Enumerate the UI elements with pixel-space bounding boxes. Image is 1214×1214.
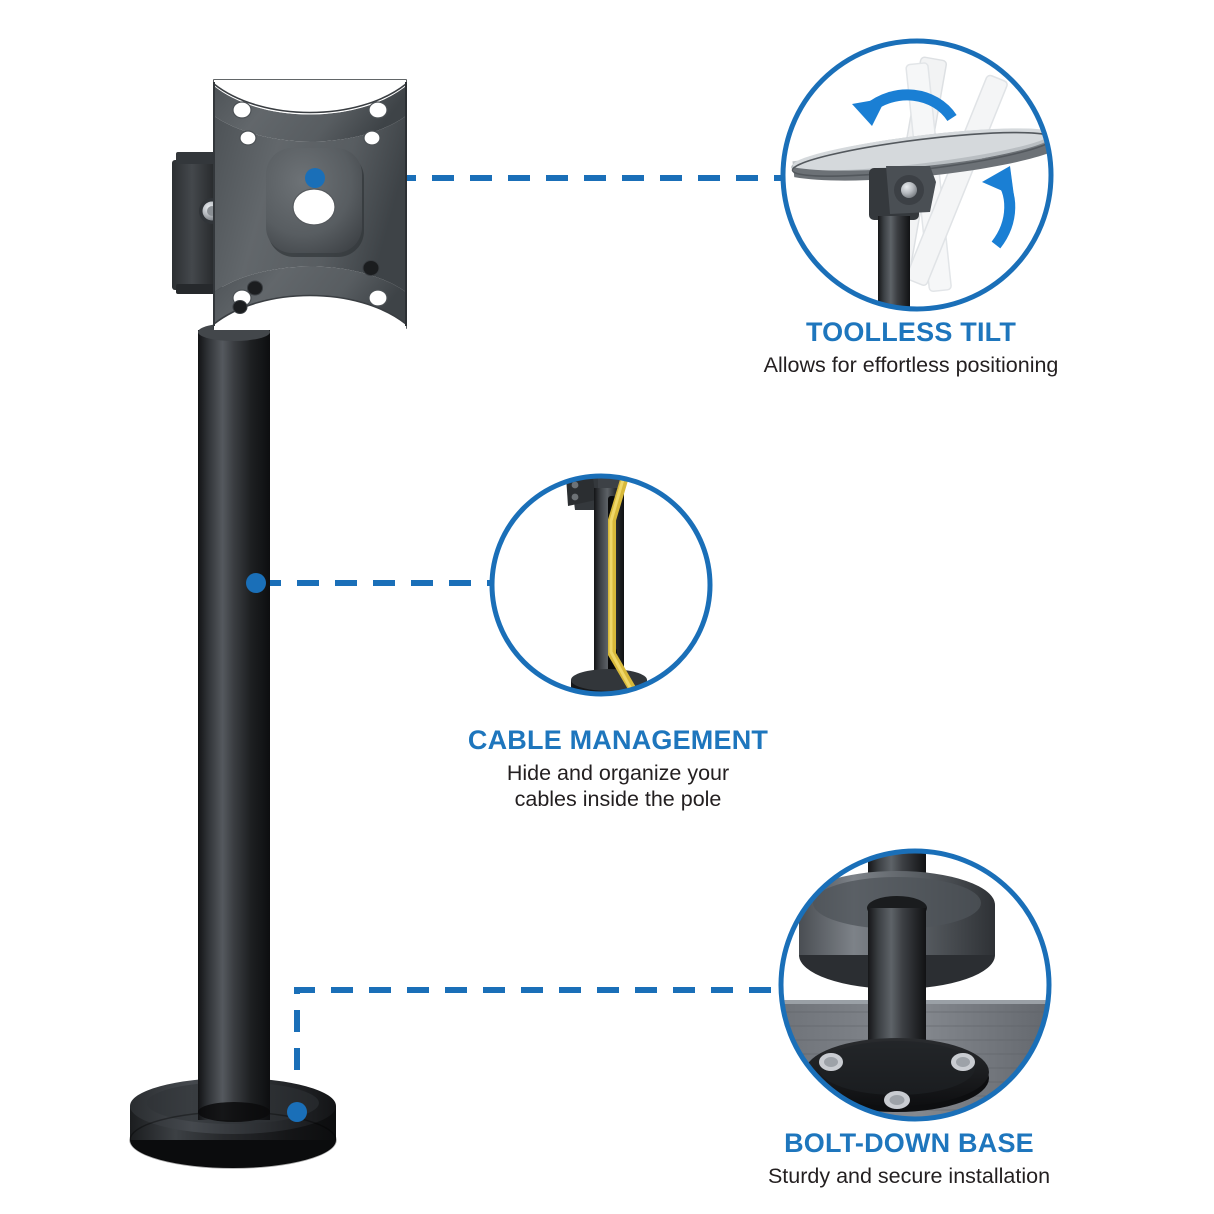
product-vesa-plate xyxy=(213,79,407,330)
callout-title-bolt-down-base: BOLT-DOWN BASE xyxy=(784,1128,1034,1158)
product-pole xyxy=(198,323,270,1122)
leader-line-bolt xyxy=(294,987,782,1108)
marker-dot-cable xyxy=(246,573,266,593)
marker-dot-bolt xyxy=(287,1102,307,1122)
callout-title-cable-management: CABLE MANAGEMENT xyxy=(467,725,769,755)
marker-dot-tilt xyxy=(305,168,325,188)
callout-subtitle-toolless-tilt: Allows for effortless positioning xyxy=(763,353,1059,377)
callout-title-toolless-tilt: TOOLLESS TILT xyxy=(805,317,1017,347)
callout-circle-bolt-down-base xyxy=(778,848,1052,1122)
callout-circle-cable-management xyxy=(489,473,713,697)
callout-circle-toolless-tilt xyxy=(780,38,1054,312)
callout-subtitle-bolt-down-base: Sturdy and secure installation xyxy=(767,1164,1051,1188)
callout-subtitle-line-1: Hide and organize your xyxy=(506,761,730,785)
callout-subtitle-line-2: cables inside the pole xyxy=(514,787,722,812)
product-illustration xyxy=(129,79,407,1169)
callout-subtitle-cable-management: Hide and organize your cables inside the… xyxy=(0,760,1214,812)
product-markers xyxy=(246,168,325,1122)
